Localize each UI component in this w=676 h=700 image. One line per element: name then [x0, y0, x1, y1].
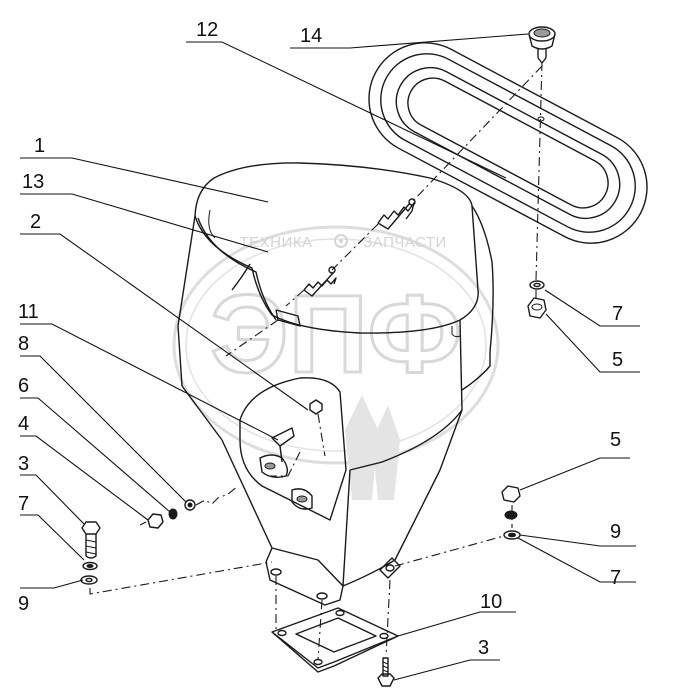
- callout-3-left: 3: [18, 453, 29, 475]
- nut-5-lower: [501, 485, 521, 503]
- callout-7-right-lower: 7: [610, 567, 621, 589]
- callout-3-bottom: 3: [478, 637, 489, 659]
- callout-5-right-upper: 5: [612, 349, 623, 371]
- washer-8: [184, 499, 196, 511]
- watermark-logo-letters: ЭПФ: [210, 273, 461, 396]
- callout-4: 4: [18, 413, 29, 435]
- spring-lower: [303, 266, 337, 297]
- callout-10: 10: [480, 591, 502, 613]
- spring-upper: [377, 198, 416, 230]
- bolt-3-bottom: [377, 657, 395, 687]
- watermark-brand-left: ТЕХНИКА: [239, 234, 312, 251]
- watermark: ЭПФ ТЕХНИКА ЗАПЧАСТИ: [172, 225, 500, 500]
- callout-11: 11: [18, 301, 39, 323]
- washer-9-left: [80, 575, 98, 585]
- callout-8: 8: [18, 333, 29, 355]
- leader-lines: [20, 33, 640, 681]
- callout-2: 2: [30, 211, 41, 233]
- watermark-brand-right: ЗАПЧАСТИ: [363, 234, 447, 251]
- washer-9-7-lower: [503, 530, 521, 540]
- callout-13: 13: [22, 171, 44, 193]
- hopper-body: [177, 162, 494, 606]
- watermark-wheat-icon: [345, 395, 400, 500]
- nut-5-upper: [527, 297, 547, 319]
- callout-9-left: 9: [18, 593, 29, 615]
- assembly-axes: [89, 61, 543, 661]
- callout-7-right-upper: 7: [612, 303, 623, 325]
- washer-7-upper: [529, 280, 545, 290]
- washer-6: [168, 508, 178, 520]
- bolt-2: [309, 399, 323, 415]
- bolt-3-left: [81, 521, 101, 559]
- washer-spring-lower: [504, 510, 518, 520]
- callout-14: 14: [300, 25, 322, 47]
- washer-7-left: [82, 561, 98, 571]
- callout-9-right: 9: [610, 521, 621, 543]
- hopper-lid: [368, 42, 648, 244]
- callout-7-left: 7: [18, 493, 29, 515]
- knob-icon: [528, 26, 556, 64]
- callout-1: 1: [34, 135, 45, 157]
- watermark-gear-icon: [334, 234, 348, 248]
- callout-5-right-lower: 5: [610, 429, 621, 451]
- nut-4: [147, 513, 164, 529]
- callout-labels: 1 13 2 11 8 6 4 3 7 9 12 14 7 5 5 9 7 10…: [18, 19, 623, 659]
- flange-plate: [271, 607, 399, 673]
- callout-12: 12: [196, 19, 218, 41]
- callout-6: 6: [18, 375, 29, 397]
